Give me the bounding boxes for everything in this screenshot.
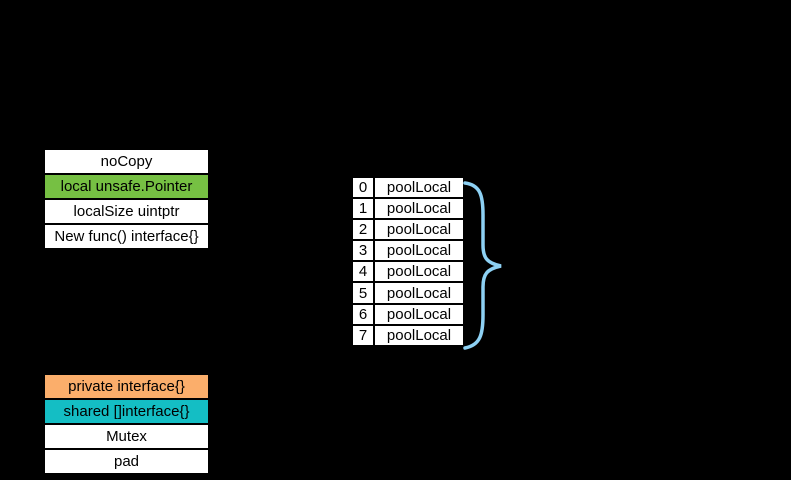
array-index-cell: 6 — [353, 304, 375, 324]
struct-field-row: Mutex — [45, 425, 208, 450]
struct-field-row: noCopy — [45, 150, 208, 175]
array-value-cell: poolLocal — [386, 284, 452, 302]
array-row: 3 poolLocal — [353, 241, 463, 263]
array-value-cell: poolLocal — [386, 305, 452, 323]
array-row: 5 poolLocal — [353, 283, 463, 305]
struct-field-row: localSize uintptr — [45, 200, 208, 225]
array-row: 6 poolLocal — [353, 304, 463, 326]
array-row: 0 poolLocal — [353, 178, 463, 200]
array-value-cell: poolLocal — [386, 221, 452, 239]
poollocal-array-table: 0 poolLocal 1 poolLocal 2 poolLocal 3 poolLocal… — [353, 178, 463, 345]
struct-field-row: private interface{} — [45, 375, 208, 400]
array-index-cell: 5 — [353, 283, 375, 303]
array-value-cell: poolLocal — [386, 200, 452, 218]
array-index-cell: 7 — [353, 325, 375, 345]
array-value-cell: poolLocal — [386, 242, 452, 260]
array-value-cell: poolLocal — [386, 263, 452, 281]
struct-field-row: shared []interface{} — [45, 400, 208, 425]
array-index-cell: 4 — [353, 262, 375, 282]
array-row: 7 poolLocal — [353, 325, 463, 345]
array-index-cell: 0 — [353, 178, 375, 198]
array-index-cell: 2 — [353, 220, 375, 240]
array-value-cell: poolLocal — [386, 179, 452, 197]
array-row: 4 poolLocal — [353, 262, 463, 284]
poollocal-struct-table: private interface{}shared []interface{}M… — [45, 375, 208, 475]
struct-field-row: pad — [45, 450, 208, 475]
struct-field-row: New func() interface{} — [45, 225, 208, 250]
array-index-cell: 1 — [353, 199, 375, 219]
array-value-cell: poolLocal — [386, 326, 452, 344]
array-row: 1 poolLocal — [353, 199, 463, 221]
curly-brace-path — [463, 181, 502, 350]
array-index-cell: 3 — [353, 241, 375, 261]
curly-brace-icon — [463, 181, 502, 350]
struct-field-row: local unsafe.Pointer — [45, 175, 208, 200]
array-row: 2 poolLocal — [353, 220, 463, 242]
